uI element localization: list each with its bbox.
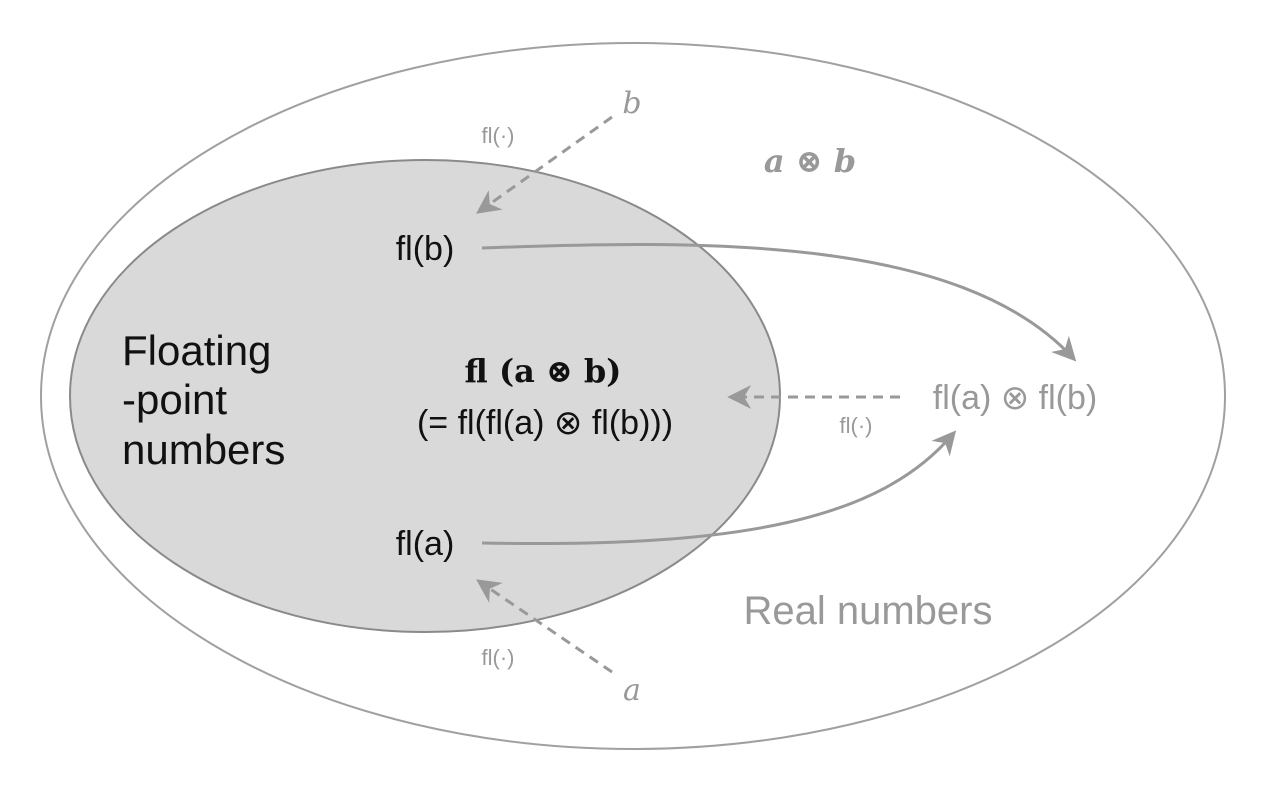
label-floating-point-numbers: Floating -point numbers	[122, 327, 285, 473]
label-a-otimes-b: a ⊗ b	[764, 142, 856, 180]
arrow-fl-a-to-product	[481, 430, 957, 546]
arrow-fl-b-to-product	[481, 242, 1077, 362]
label-fl-op-mid: fl(·)	[840, 413, 873, 438]
label-fl-op-top: fl(·)	[482, 123, 515, 148]
label-fl-op-bottom: fl(·)	[482, 645, 515, 670]
label-real-numbers: Real numbers	[743, 589, 992, 633]
label-b: b	[622, 86, 641, 121]
label-fl-b: fl(b)	[396, 230, 455, 268]
rounding-arrow-a	[476, 579, 613, 674]
label-a: a	[623, 673, 641, 708]
label-fl-a: fl(a)	[396, 525, 455, 563]
label-equivalence: (= fl(fl(a) ⊗ fl(b)))	[417, 404, 673, 442]
label-fl-a-otimes-b: fl (a ⊗ b)	[465, 352, 622, 390]
label-fl-a-otimes-fl-b: fl(a) ⊗ fl(b)	[933, 379, 1098, 417]
